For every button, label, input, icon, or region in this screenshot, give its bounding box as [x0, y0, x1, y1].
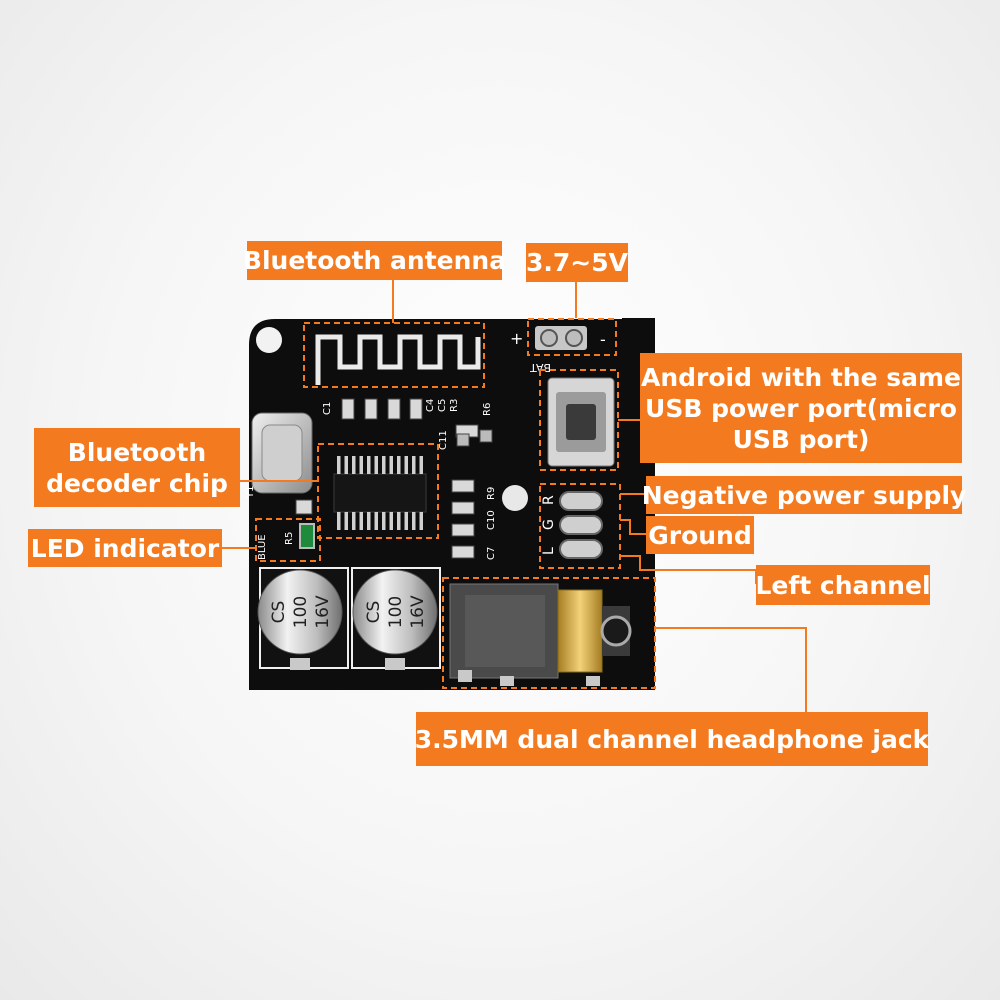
chip-pin	[367, 512, 371, 530]
chip-pin	[359, 512, 363, 530]
chip-pin	[412, 456, 416, 474]
jack-outline	[442, 577, 656, 689]
chip-pin	[404, 512, 408, 530]
headphone-jack-label: 3.5MM dual channel headphone jack	[415, 712, 929, 766]
silk-c1: C1	[322, 402, 333, 415]
cap-left-line2: 100	[291, 596, 311, 628]
chip-pin	[397, 456, 401, 474]
crystal-oscillator	[251, 412, 313, 494]
led-indicator-label: LED indicator	[28, 529, 222, 567]
decoder-chip-line2: decoder chip	[46, 468, 228, 498]
cap-left-line3: 16V	[313, 595, 333, 629]
rgl-outline	[539, 483, 621, 569]
chip-pin	[419, 512, 423, 530]
silk-l: L	[541, 547, 557, 555]
mounting-hole	[256, 327, 282, 353]
silk-minus: -	[600, 330, 606, 349]
cap-left-line1: CS	[269, 601, 289, 624]
silk-c7: C7	[486, 547, 497, 560]
chip-pin	[412, 512, 416, 530]
r5-component	[295, 499, 313, 515]
mounting-hole-center	[502, 485, 528, 511]
android-usb-line3: USB port)	[732, 424, 870, 454]
chip-pin	[397, 512, 401, 530]
usb-outline	[539, 369, 619, 471]
cap-right-line3: 16V	[408, 595, 428, 629]
cap-right-line1: CS	[364, 601, 384, 624]
chip-pin	[352, 456, 356, 474]
chip-pin	[382, 456, 386, 474]
smd-row-top	[341, 398, 493, 447]
headphone-jack	[449, 583, 632, 686]
smd-column-mid	[451, 479, 475, 559]
rgl-pads	[559, 491, 603, 559]
bluetooth-antenna-label: Bluetooth antenna	[243, 241, 506, 280]
silk-c4: C4	[425, 399, 436, 412]
silk-c5: C5	[437, 399, 448, 412]
bat-pad-minus	[565, 329, 583, 347]
chip-pin	[344, 456, 348, 474]
capacitor-right: CS 100 16V	[351, 567, 441, 670]
led-component	[299, 523, 315, 549]
chip-pin	[367, 456, 371, 474]
bat-pad-plus	[540, 329, 558, 347]
chip-pins	[337, 456, 423, 530]
chip-pin	[374, 456, 378, 474]
chip-outline	[317, 443, 439, 539]
led-outline	[255, 518, 321, 562]
chip-pin	[337, 456, 341, 474]
silk-blue: BLUE	[257, 534, 268, 560]
silk-r9: R9	[486, 487, 497, 500]
silk-c11: C11	[438, 430, 449, 450]
decoder-chip-line1: Bluetooth	[67, 437, 207, 467]
bat-outline	[527, 318, 617, 356]
micro-usb-port	[547, 377, 615, 467]
negative-power-label: Negative power supply	[642, 476, 966, 514]
silk-g: G	[541, 519, 557, 530]
silk-r: R	[541, 495, 557, 505]
chip-pin	[352, 512, 356, 530]
chip-pin	[344, 512, 348, 530]
android-usb-line2: USB power port(micro	[645, 393, 957, 423]
silk-r5: R5	[284, 532, 295, 545]
chip-pin	[389, 512, 393, 530]
ground-label: Ground	[646, 516, 754, 554]
chip-pin	[419, 456, 423, 474]
cap-right-line2: 100	[386, 596, 406, 628]
antenna-trace	[315, 334, 481, 385]
silk-plus: +	[510, 329, 523, 348]
left-channel-label: Left channel	[755, 565, 931, 605]
chip-pin	[382, 512, 386, 530]
chip-pin	[337, 512, 341, 530]
silk-c10: C10	[486, 510, 497, 530]
silk-y1: Y1	[245, 486, 256, 499]
leader-lines	[222, 280, 807, 712]
decoder-chip	[333, 473, 427, 513]
chip-pin	[359, 456, 363, 474]
capacitor-left: CS 100 16V	[257, 567, 349, 670]
chip-pin	[404, 456, 408, 474]
voltage-label: 3.7~5V	[526, 243, 628, 282]
silk-r6: R6	[482, 403, 493, 416]
android-usb-line1: Android with the same	[641, 362, 961, 392]
decoder-chip-label: Bluetooth decoder chip	[34, 428, 240, 507]
silk-r3: R3	[449, 399, 460, 412]
android-usb-label: Android with the same USB power port(mic…	[640, 353, 962, 463]
chip-pin	[374, 512, 378, 530]
chip-pin	[389, 456, 393, 474]
